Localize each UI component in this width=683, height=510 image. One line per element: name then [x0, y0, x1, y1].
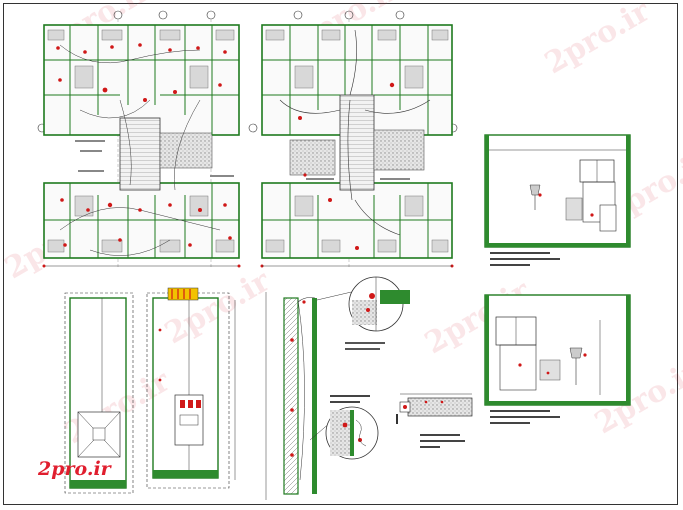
brand-logo: 2pro.ir — [38, 458, 111, 480]
floor-plan-left — [37, 10, 241, 268]
riser-detail — [265, 289, 361, 500]
shaft-detail-2 — [146, 287, 236, 489]
zoom-detail-circle-top — [348, 276, 410, 332]
sheet-border — [3, 3, 678, 505]
shaft-detail-1 — [64, 292, 134, 494]
logo-text: 2pro.ir — [38, 458, 111, 480]
beam-section-detail — [396, 393, 473, 448]
floor-plan-right — [248, 10, 458, 268]
zoom-detail-circle-bottom — [325, 395, 379, 460]
section-elevation-top — [484, 134, 631, 266]
section-elevation-bottom — [484, 294, 631, 424]
